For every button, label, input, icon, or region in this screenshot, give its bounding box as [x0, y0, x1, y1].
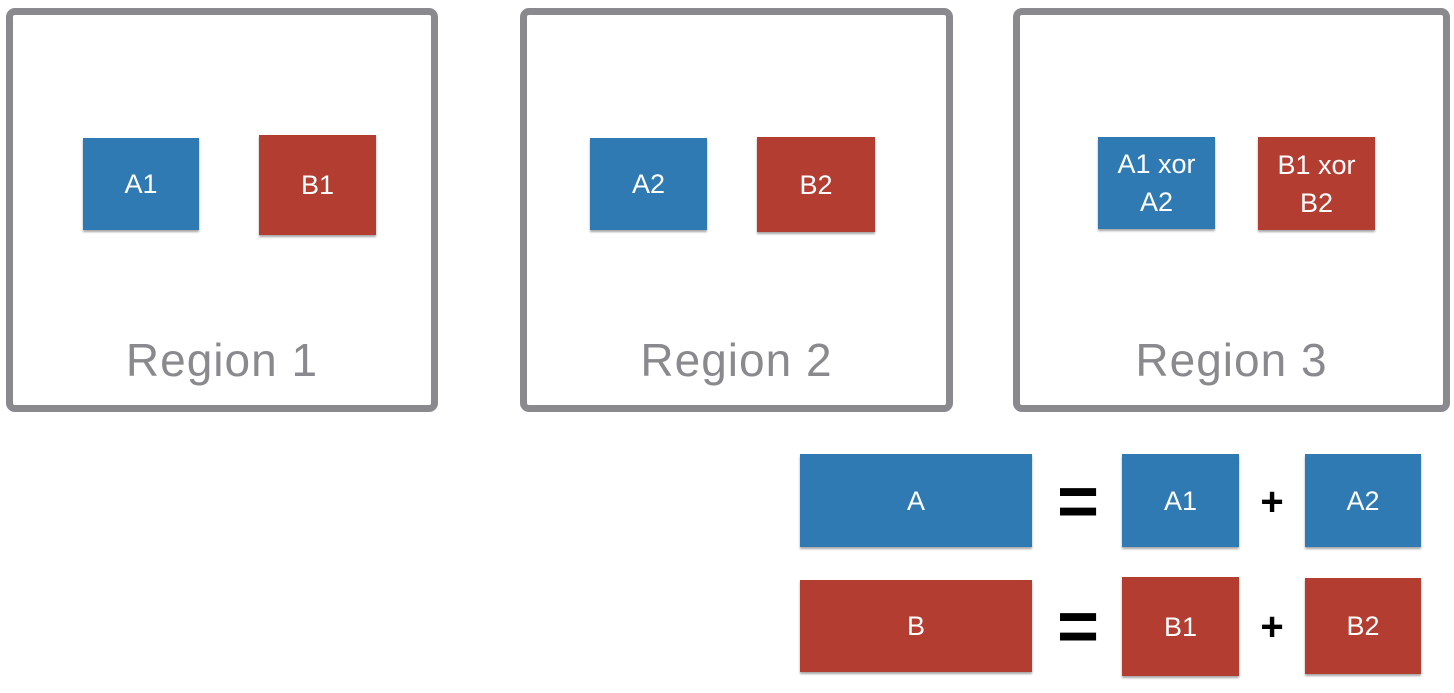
- region-2-label: Region 2: [640, 334, 833, 386]
- equation-a-equals-sign: =: [1056, 462, 1100, 542]
- region-3-b-block: B1 xor B2: [1258, 137, 1375, 230]
- region-1-label: Region 1: [125, 334, 319, 386]
- equation-a-lhs-block: A: [800, 454, 1032, 547]
- region-2-b-block: B2: [757, 137, 875, 232]
- region-1-a-block: A1: [83, 138, 199, 230]
- equation-b-lhs-block: B: [800, 580, 1032, 672]
- region-1-frame: A1 B1 Region 1: [6, 8, 438, 412]
- region-3-label: Region 3: [1135, 334, 1328, 386]
- equation-b-term2-block: B2: [1305, 578, 1421, 674]
- equation-a-plus-sign: +: [1260, 479, 1284, 524]
- region-3-a-block: A1 xor A2: [1098, 137, 1215, 229]
- region-1-b-block: B1: [259, 135, 376, 235]
- equation-b-term1-block: B1: [1122, 577, 1239, 676]
- region-3-frame: A1 xor A2 B1 xor B2 Region 3: [1013, 8, 1450, 412]
- equation-a-term2-block: A2: [1305, 454, 1421, 547]
- equation-b-equals-sign: =: [1056, 587, 1100, 667]
- equation-a-term1-block: A1: [1122, 454, 1239, 547]
- equation-b-plus-sign: +: [1260, 604, 1284, 649]
- region-2-a-block: A2: [590, 138, 707, 230]
- region-2-frame: A2 B2 Region 2: [520, 8, 953, 412]
